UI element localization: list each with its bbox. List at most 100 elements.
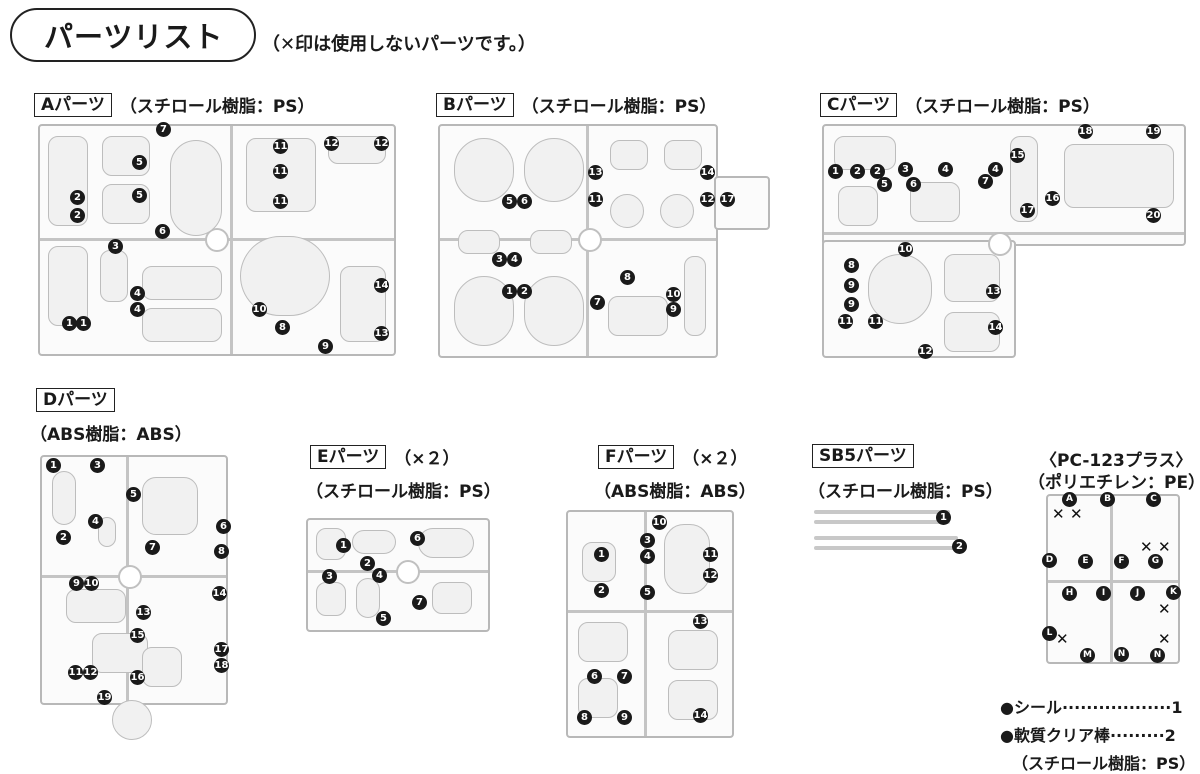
group-name-b: Bパーツ — [436, 92, 514, 117]
group-material-sb5: （スチロール樹脂：PS） — [808, 482, 1003, 502]
group-label-f: Fパーツ （×２） — [598, 444, 748, 469]
part-number: 11 — [703, 547, 718, 562]
part-number: 19 — [1146, 124, 1161, 139]
pe-label-m: M — [1080, 648, 1095, 663]
part-number: 8 — [844, 258, 859, 273]
title-frame — [10, 8, 256, 62]
pe-label-i: I — [1096, 586, 1111, 601]
part-number: 13 — [374, 326, 389, 341]
part-number: 3 — [322, 569, 337, 584]
part-number: 8 — [620, 270, 635, 285]
part-number: 10 — [898, 242, 913, 257]
part-number: 11 — [273, 139, 288, 154]
part-number: 15 — [1010, 148, 1025, 163]
part-number: 2 — [360, 556, 375, 571]
part-number: 1 — [62, 316, 77, 331]
seal-count: 1 — [1171, 698, 1183, 717]
rod-material: （スチロール樹脂：PS） — [1012, 754, 1196, 773]
group-label-a: Aパーツ （スチロール樹脂：PS） — [34, 92, 315, 117]
part-number: 16 — [1045, 191, 1060, 206]
part-d19 — [112, 700, 152, 740]
part-number: 13 — [693, 614, 708, 629]
part-number: 2 — [56, 530, 71, 545]
part-number: 6 — [517, 194, 532, 209]
unused-mark-icon: ✕ — [1140, 538, 1153, 556]
pe-label-d: D — [1042, 553, 1057, 568]
unused-mark-icon: ✕ — [1052, 505, 1065, 523]
part-number: 13 — [136, 605, 151, 620]
part-number: 7 — [617, 669, 632, 684]
pe-label-j: J — [1130, 586, 1145, 601]
group-material-f: （ABS樹脂：ABS） — [594, 482, 756, 502]
part-number: 8 — [214, 544, 229, 559]
pe-label-b: B — [1100, 492, 1115, 507]
part-number: 1 — [502, 284, 517, 299]
unused-parts-note: （✕印は使用しないパーツです。） — [262, 34, 536, 55]
part-number: 7 — [978, 174, 993, 189]
part-number: 4 — [988, 162, 1003, 177]
part-number: 17 — [1020, 203, 1035, 218]
part-number: 2 — [70, 190, 85, 205]
part-number: 11 — [838, 314, 853, 329]
pe-label-k: K — [1166, 585, 1181, 600]
part-number: 1 — [594, 547, 609, 562]
seal-line: ●シール··················1 — [1000, 694, 1183, 718]
part-number: 6 — [587, 669, 602, 684]
pe-label-l: L — [1042, 626, 1057, 641]
pe-label-f: F — [1114, 554, 1129, 569]
rod-label: ●軟質クリア棒 — [1000, 726, 1110, 745]
part-number: 9 — [617, 710, 632, 725]
unused-mark-icon: ✕ — [1158, 630, 1171, 648]
part-number: 11 — [868, 314, 883, 329]
part-number: 14 — [700, 165, 715, 180]
pe-label-e: E — [1078, 554, 1093, 569]
seal-label: ●シール — [1000, 698, 1062, 717]
part-number: 2 — [70, 208, 85, 223]
part-number: 5 — [877, 177, 892, 192]
rod-line: ●軟質クリア棒·········2 — [1000, 722, 1176, 746]
group-name-f: Fパーツ — [598, 444, 675, 469]
group-name-d: Dパーツ — [36, 388, 115, 412]
part-number: 8 — [577, 710, 592, 725]
part-number: 13 — [588, 165, 603, 180]
dot-leader: ········· — [1109, 726, 1165, 745]
part-number: 11 — [273, 194, 288, 209]
part-number: 1 — [936, 510, 951, 525]
part-number: 18 — [1078, 124, 1093, 139]
part-number: 9 — [666, 302, 681, 317]
group-material-e: （スチロール樹脂：PS） — [306, 482, 501, 502]
pe-label-n: N — [1114, 647, 1129, 662]
rod-1b — [814, 520, 950, 524]
pc-material: （ポリエチレン：PE） — [1028, 473, 1200, 493]
part-number: 4 — [640, 549, 655, 564]
part-number: 17 — [720, 192, 735, 207]
group-qty-f: （×２） — [682, 449, 748, 469]
part-number: 5 — [376, 611, 391, 626]
part-number: 20 — [1146, 208, 1161, 223]
rod-2b — [814, 546, 958, 550]
runner-e — [306, 518, 490, 632]
dot-leader: ·················· — [1061, 698, 1172, 717]
runner-a — [38, 124, 396, 356]
part-number: 9 — [318, 339, 333, 354]
part-number: 7 — [412, 595, 427, 610]
part-number: 4 — [938, 162, 953, 177]
page-title: パーツリスト — [44, 20, 224, 54]
pe-label-g: G — [1148, 554, 1163, 569]
part-number: 16 — [130, 670, 145, 685]
part-number: 19 — [97, 690, 112, 705]
group-name-a: Aパーツ — [34, 92, 112, 117]
part-number: 6 — [906, 177, 921, 192]
part-number: 14 — [374, 278, 389, 293]
rod-1 — [814, 510, 950, 514]
part-number: 5 — [640, 585, 655, 600]
part-number: 1 — [76, 316, 91, 331]
group-material-a: （スチロール樹脂：PS） — [119, 97, 315, 117]
part-number: 2 — [594, 583, 609, 598]
part-number: 6 — [216, 519, 231, 534]
part-number: 10 — [666, 287, 681, 302]
rod-2 — [814, 536, 958, 540]
group-label-e: Eパーツ （×２） — [310, 444, 460, 469]
pe-label-n2: N — [1150, 648, 1165, 663]
group-material-d: （ABS樹脂：ABS） — [30, 425, 192, 445]
